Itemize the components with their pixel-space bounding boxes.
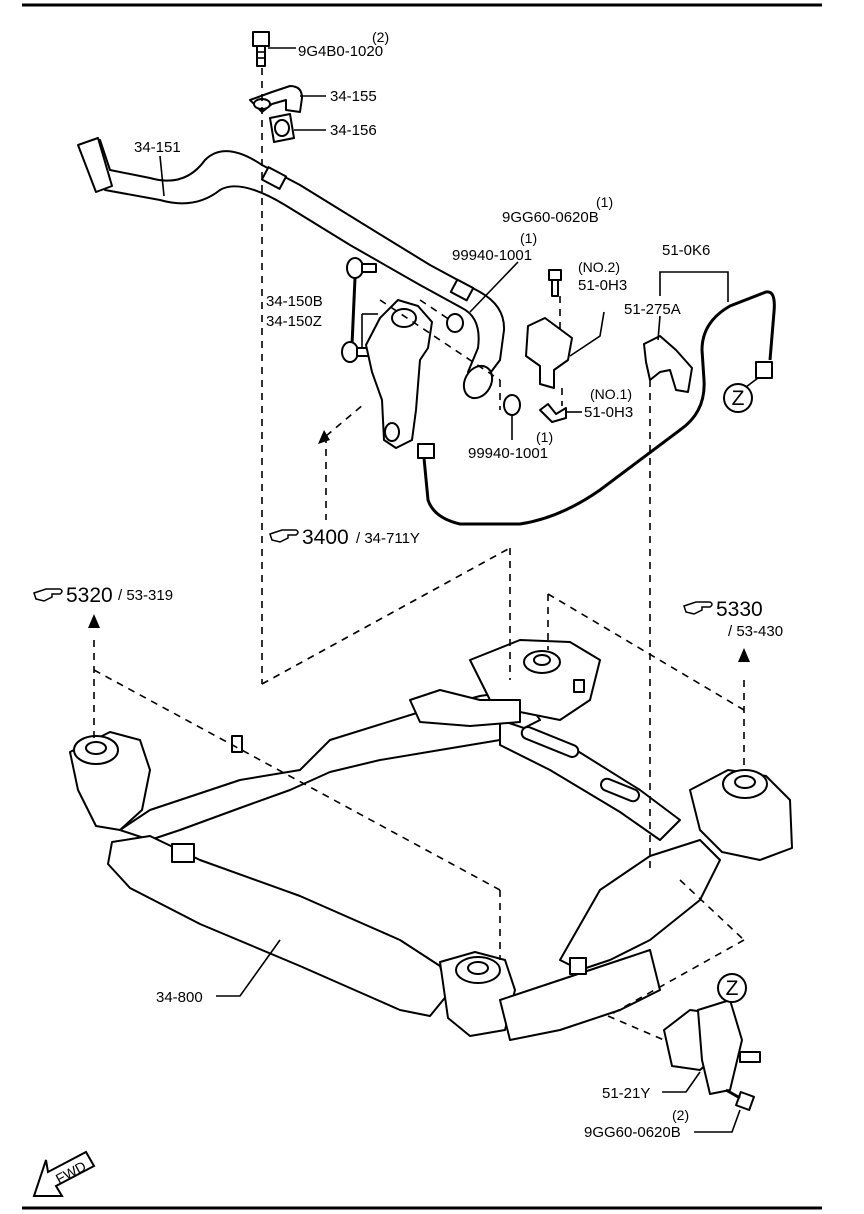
label-34-150b: 34-150B: [266, 293, 323, 310]
ref-3400-sub: / 34-711Y: [356, 530, 420, 547]
bushing-34-156: [269, 113, 295, 143]
ref-5320-sub: / 53-319: [118, 587, 173, 604]
nut-99940-1001-top: [446, 313, 464, 333]
label-9g4b0-1020: 9G4B0-1020: [298, 43, 383, 60]
bracket-34-155: [249, 85, 303, 113]
ref-5320: 5320 / 53-319: [33, 584, 173, 607]
label-34-151: 34-151: [134, 139, 181, 156]
leader-lines: [159, 47, 759, 1133]
label-51-275a: 51-275A: [624, 301, 681, 318]
nut-99940-1001-bottom: [503, 394, 521, 416]
bolt-9g4b0-1020: [252, 31, 270, 67]
ref-arrows: [88, 430, 750, 662]
bracket-51-21y: [663, 999, 761, 1095]
label-9gg60-0620b-top-qty: (1): [596, 194, 613, 210]
label-99940-1001-bottom: 99940-1001: [468, 445, 548, 462]
ref-5330-sub: / 53-430: [728, 623, 783, 640]
ref-5320-main: 5320: [66, 584, 113, 607]
pointing-hand-icon: [33, 588, 63, 602]
callout-z-bottom-label: Z: [726, 977, 739, 1000]
callout-z-top: Z: [723, 383, 753, 413]
label-34-150z: 34-150Z: [266, 313, 322, 330]
harness-51-0k6: [417, 290, 776, 526]
fwd-arrow-icon: FWD: [32, 1150, 96, 1197]
ref-3400: 3400 / 34-711Y: [269, 526, 420, 549]
label-34-156: 34-156: [330, 122, 377, 139]
label-51-0k6: 51-0K6: [662, 242, 710, 259]
label-99940-1001-top: 99940-1001: [452, 247, 532, 264]
pointing-hand-icon: [683, 601, 713, 615]
bolt-9gg60-0620b-top: [548, 269, 562, 297]
bracket-51-0h3-no2: [525, 317, 573, 389]
label-9gg60-0620b-bottom: 9GG60-0620B: [584, 1124, 681, 1141]
clip-51-0h3-no1: [539, 403, 567, 423]
ref-5330: 5330 / 53-430: [683, 598, 783, 640]
callout-z-bottom: Z: [717, 973, 747, 1003]
label-9gg60-0620b-top: 9GG60-0620B: [502, 209, 599, 226]
guide-lines: [93, 68, 745, 1041]
callout-z-top-label: Z: [732, 387, 745, 410]
ref-5330-main: 5330: [716, 598, 763, 621]
label-51-0h3-no2-tag: (NO.2): [578, 259, 620, 275]
pointing-hand-icon: [269, 529, 299, 543]
knuckle-arm: [365, 299, 433, 449]
label-51-0h3-no1-tag: (NO.1): [590, 386, 632, 402]
label-34-155: 34-155: [330, 88, 377, 105]
label-9gg60-0620b-bottom-qty: (2): [672, 1107, 689, 1123]
bracket-51-275a: [643, 335, 693, 393]
label-99940-1001-bottom-qty: (1): [536, 429, 553, 445]
ref-3400-main: 3400: [302, 526, 349, 549]
label-51-0h3-no1: 51-0H3: [584, 404, 633, 421]
subframe-34-800: [69, 639, 793, 1041]
stabilizer-bar: [77, 137, 506, 400]
label-99940-1001-top-qty: (1): [520, 230, 537, 246]
label-9g4b0-1020-qty: (2): [372, 29, 389, 45]
stabilizer-link: [341, 257, 377, 363]
label-51-21y: 51-21Y: [602, 1085, 650, 1102]
bolt-9gg60-0620b-bottom: [725, 1088, 755, 1111]
label-34-800: 34-800: [156, 989, 203, 1006]
label-51-0h3-no2: 51-0H3: [578, 277, 627, 294]
